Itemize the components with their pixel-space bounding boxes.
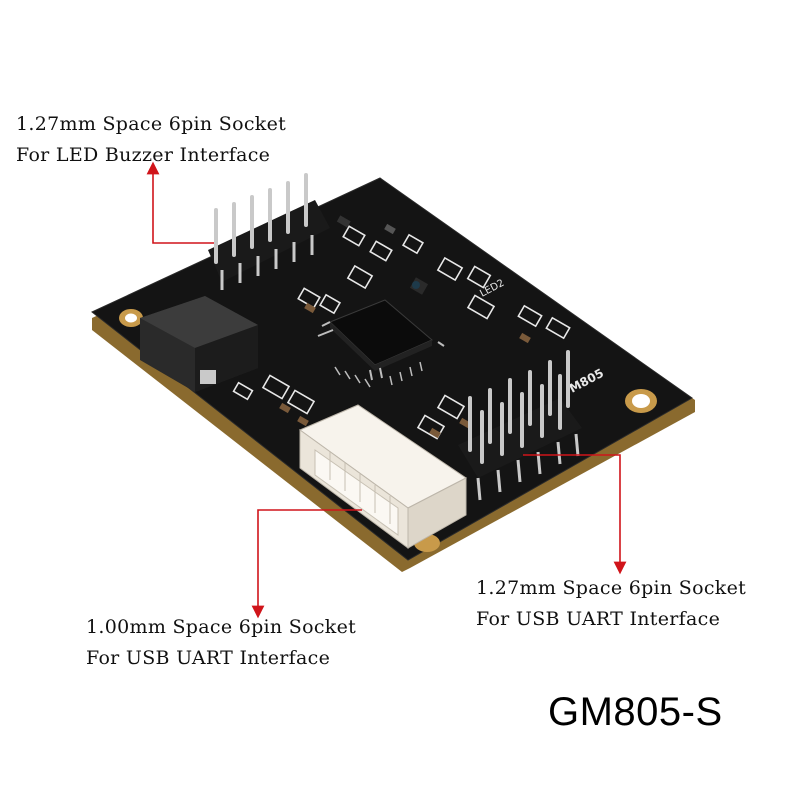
silkscreen-marks xyxy=(232,225,571,440)
annotation-led-buzzer-socket: 1.27mm Space 6pin Socket For LED Buzzer … xyxy=(16,109,286,171)
smd-components xyxy=(279,215,531,439)
annotation-line: For USB UART Interface xyxy=(476,608,721,630)
annotation-header-uart-socket: 1.27mm Space 6pin Socket For USB UART In… xyxy=(476,573,746,635)
annotation-line: 1.27mm Space 6pin Socket xyxy=(16,113,287,135)
buzzer xyxy=(140,296,258,392)
callout-arrows xyxy=(146,161,627,619)
annotation-jst-uart-socket: 1.00mm Space 6pin Socket For USB UART In… xyxy=(86,612,356,674)
annotation-line: For LED Buzzer Interface xyxy=(16,144,271,166)
arrow-header-uart xyxy=(523,454,627,575)
annotation-line: 1.27mm Space 6pin Socket xyxy=(476,577,747,599)
main-ic-chip xyxy=(317,299,445,388)
arrow-jst-uart xyxy=(251,509,362,619)
usb-uart-jst-connector xyxy=(298,404,467,549)
model-title: GM805-S xyxy=(548,690,723,734)
arrow-led-buzzer xyxy=(146,161,214,244)
annotation-line: 1.00mm Space 6pin Socket xyxy=(86,616,357,638)
usb-uart-pin-header-127 xyxy=(458,350,582,501)
annotation-line: For USB UART Interface xyxy=(86,647,331,669)
led-buzzer-pin-header xyxy=(208,173,330,290)
